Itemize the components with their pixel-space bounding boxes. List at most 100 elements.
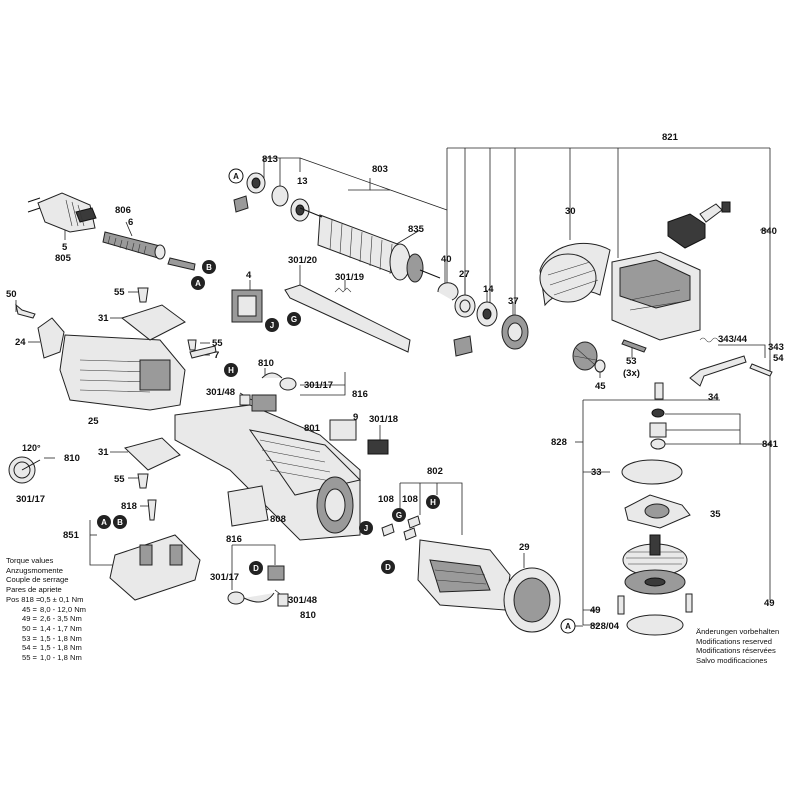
notice-de: Änderungen vorbehalten — [696, 627, 780, 636]
label-33: 33 — [591, 467, 602, 478]
torque-header-de: Anzugsmomente — [6, 565, 63, 575]
torque-header-es: Pares de apriete — [6, 585, 62, 595]
torque-header-fr: Couple de serrage — [6, 575, 69, 585]
svg-text:J: J — [364, 524, 368, 533]
circlip-icon — [437, 282, 459, 301]
label-31-top: 31 — [98, 313, 109, 324]
label-24: 24 — [15, 337, 26, 348]
label-301-17-top: 301/17 — [304, 380, 333, 391]
label-810-left: 810 — [64, 453, 80, 464]
label-55-mid: 55 — [212, 338, 223, 349]
label-301-17-left: 301/17 — [16, 494, 45, 505]
clip-icon — [233, 195, 249, 213]
svg-text:A: A — [233, 172, 239, 181]
label-813: 813 — [262, 154, 278, 165]
label-34: 34 — [708, 392, 719, 403]
badge-j-switch: J — [265, 318, 279, 332]
spindle-lock-icon — [667, 201, 731, 249]
svg-text:G: G — [396, 511, 402, 520]
power-plug-icon — [27, 192, 97, 233]
torque-row: Pos 818 =0,5 ± 0,1 Nm — [6, 594, 84, 604]
svg-text:G: G — [291, 315, 297, 324]
svg-text:A: A — [195, 279, 201, 288]
badge-h-802: H — [426, 495, 440, 509]
label-5: 5 — [62, 242, 68, 253]
label-9: 9 — [353, 412, 358, 423]
label-840: 840 — [761, 226, 777, 237]
cover-bottom-icon — [124, 437, 181, 471]
svg-text:D: D — [253, 564, 259, 573]
torque-row: 53 =1,5 - 1,8 Nm — [22, 633, 82, 643]
label-301-48-top: 301/48 — [206, 387, 235, 398]
switch-rod-icon — [284, 284, 411, 353]
label-31-bottom: 31 — [98, 447, 109, 458]
badge-a-bottom: A — [560, 618, 576, 634]
notice-es: Salvo modificaciones — [696, 656, 768, 666]
o-ring-icon — [621, 459, 683, 485]
badge-a-cord: A — [191, 276, 205, 290]
svg-text:A: A — [101, 518, 107, 527]
label-54: 54 — [773, 353, 784, 364]
parts — [8, 172, 773, 636]
badge-d-802: D — [381, 560, 395, 574]
label-301-18: 301/18 — [369, 414, 398, 425]
screw-49-left-icon — [617, 595, 625, 615]
label-801: 801 — [304, 423, 321, 434]
gear-housing-icon — [611, 251, 701, 341]
label-108-right: 108 — [402, 494, 418, 505]
screw-54-icon — [749, 363, 773, 377]
air-baffle-icon — [503, 567, 561, 633]
handle-housing-icon — [59, 334, 186, 411]
pinion-icon — [572, 341, 606, 373]
label-40: 40 — [441, 254, 452, 265]
notice-en: Modifications reserved — [696, 636, 772, 646]
label-45: 45 — [595, 381, 606, 392]
badge-d-816: D — [249, 561, 263, 575]
label-821: 821 — [662, 132, 679, 143]
part-labels: 813 803 13 835 806 6 5 805 821 840 30 40… — [6, 132, 784, 632]
label-7: 7 — [214, 350, 219, 361]
label-49-left: 49 — [590, 605, 601, 616]
badge-g-switch: G — [287, 312, 301, 326]
label-343: 343 — [768, 342, 784, 353]
badge-a-851: A — [97, 515, 111, 529]
wheel-guard-icon — [539, 242, 611, 307]
torque-row: 45 =8,0 - 12,0 Nm — [22, 604, 87, 614]
label-53-3x: (3x) — [623, 368, 640, 379]
spring-icon — [699, 337, 725, 343]
label-27: 27 — [459, 269, 470, 280]
svg-text:H: H — [228, 366, 234, 375]
label-301-20: 301/20 — [288, 255, 317, 266]
label-4: 4 — [246, 270, 252, 281]
torque-row: 55 =1,0 - 1,8 Nm — [22, 653, 82, 663]
badge-a-top: A — [228, 168, 244, 184]
screw-49-right-icon — [685, 593, 693, 613]
switch-spring-icon — [334, 287, 352, 293]
badge-g-108: G — [392, 508, 406, 522]
motor-housing-icon — [174, 404, 361, 541]
end-cap-icon — [37, 317, 65, 359]
label-37: 37 — [508, 296, 519, 307]
label-805: 805 — [55, 253, 72, 264]
reference-badges: A B A J G H A B — [97, 168, 576, 634]
armature-icon — [299, 207, 441, 283]
gear-icon — [622, 534, 688, 595]
torque-row: 49 =2,6 - 3,5 Nm — [22, 614, 82, 624]
cable-end-icon — [167, 257, 196, 271]
torque-header-en: Torque values — [6, 556, 54, 565]
label-835: 835 — [408, 224, 425, 235]
torque-values-table: Torque values Anzugsmomente Couple de se… — [6, 556, 86, 663]
leader-lines — [15, 147, 771, 627]
label-301-17-bottom: 301/17 — [210, 572, 239, 583]
badge-b-851: B — [113, 515, 127, 529]
label-301-19: 301/19 — [335, 272, 364, 283]
screw-53-icon — [621, 339, 647, 353]
label-808: 808 — [270, 514, 286, 525]
label-6: 6 — [128, 217, 133, 228]
label-55-top: 55 — [114, 287, 125, 298]
label-30: 30 — [565, 206, 576, 217]
label-29: 29 — [519, 542, 530, 553]
label-810-bottom: 810 — [300, 610, 316, 621]
torque-row: 50 =1,4 - 1,7 Nm — [22, 623, 82, 633]
